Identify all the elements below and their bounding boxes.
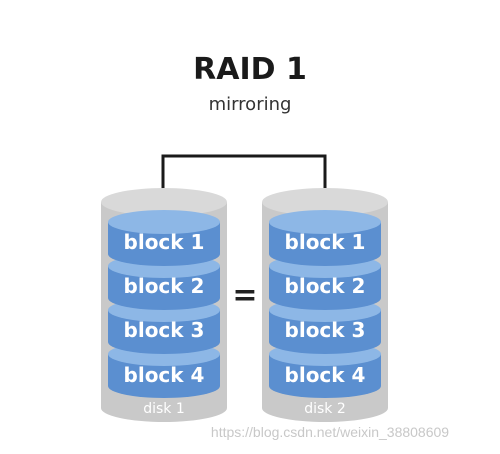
equals-sign: = [232, 278, 257, 313]
block-label: block 2 [124, 274, 205, 298]
disk-top [262, 188, 388, 216]
disk-2: block 4 block 3 block 2 block 1 disk 2 [262, 188, 388, 422]
block-label: block 1 [124, 230, 205, 254]
disk-1-block-1: block 1 [108, 210, 220, 266]
disk-2-block-1: block 1 [269, 210, 381, 266]
watermark-text: https://blog.csdn.net/weixin_38808609 [211, 424, 449, 440]
disk-label: disk 1 [143, 401, 185, 417]
mirror-connector [161, 154, 327, 200]
disk-1: block 4 block 3 block 2 block 1 disk 1 [101, 188, 227, 422]
diagram-subtitle: mirroring [208, 94, 292, 115]
block-label: block 1 [285, 230, 366, 254]
block-label: block 4 [285, 363, 366, 387]
block-label: block 3 [124, 318, 205, 342]
block-label: block 3 [285, 318, 366, 342]
disk-label: disk 2 [304, 401, 346, 417]
disk-top [101, 188, 227, 216]
block-label: block 2 [285, 274, 366, 298]
block-label: block 4 [124, 363, 205, 387]
diagram-title: RAID 1 [193, 52, 307, 87]
